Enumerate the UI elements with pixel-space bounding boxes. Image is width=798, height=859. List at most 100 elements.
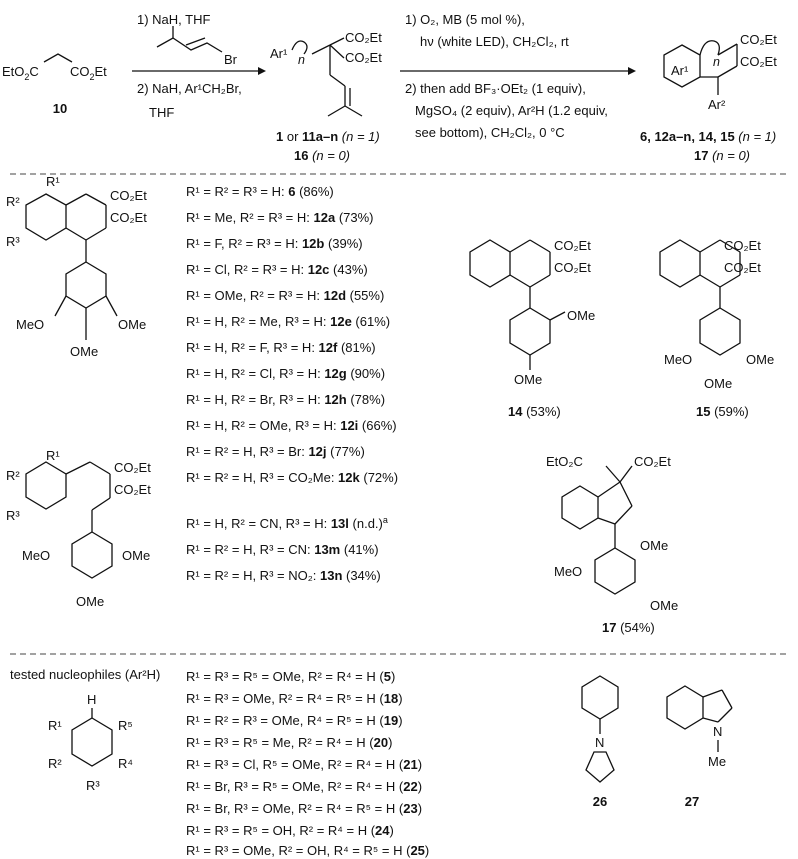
list-item: R¹ = Me, R² = R³ = H: 12a (73%) [186,210,374,225]
condition-text: 2) then add BF₃·OEt₂ (1 equiv), [405,81,586,96]
condition-text: 2) NaH, Ar¹CH₂Br, [137,81,242,96]
list-item: R¹ = R³ = OMe, R² = R⁴ = R⁵ = H (18) [186,691,403,706]
condition-text: 1) NaH, THF [137,12,210,27]
list-item: R¹ = Cl, R² = R³ = H: 12c (43%) [186,262,368,277]
substituent-label: R³ [6,234,20,249]
condition-text: 1) O₂, MB (5 mol %), [405,12,525,27]
reaction-arrow-1: 1) NaH, THF Br 2) NaH, Ar¹CH₂Br, THF [132,12,266,120]
aryl-label: Ar¹ [671,63,689,78]
list-item: R¹ = H, R² = Br, R³ = H: 12h (78%) [186,392,385,407]
ester-label: CO₂Et [114,482,151,497]
ome-label: MeO [22,548,50,563]
list-item: R¹ = R³ = R⁵ = OH, R² = R⁴ = H (24) [186,823,394,838]
ome-label: OMe [118,317,146,332]
list-item: R¹ = H, R² = Cl, R³ = H: 12g (90%) [186,366,385,381]
compound-label: 6, 12a–n, 14, 15 (n = 1) [640,129,776,144]
ome-label: OMe [76,594,104,609]
sm-right-ester: CO2Et [70,64,107,82]
list-item: R¹ = H, R² = OMe, R³ = H: 12i (66%) [186,418,397,433]
list-item: R¹ = H, R² = F, R³ = H: 12f (81%) [186,340,376,355]
ome-label: MeO [554,564,582,579]
list-item: R¹ = R² = R³ = OMe, R⁴ = R⁵ = H (19) [186,713,403,728]
ester-label: CO₂Et [724,260,761,275]
bromine-label: Br [224,52,238,67]
nitrogen-label: N [595,735,604,750]
list-item: R¹ = R³ = R⁵ = Me, R² = R⁴ = H (20) [186,735,392,750]
sm-left-ester: EtO2C [2,64,39,82]
ester-label: CO₂Et [740,54,777,69]
ester-label: EtO₂C [546,454,583,469]
ome-label: OMe [650,598,678,613]
list-item: R¹ = Br, R³ = OMe, R² = R⁴ = R⁵ = H (23) [186,801,422,816]
compound-label: 17 (n = 0) [694,148,750,163]
ome-label: OMe [640,538,668,553]
ome-label: OMe [514,372,542,387]
compound-label: 17 (54%) [602,620,655,635]
ome-label: OMe [746,352,774,367]
ome-label: MeO [16,317,44,332]
compound-label: 15 (59%) [696,404,749,419]
list-item: R¹ = H, R² = CN, R³ = H: 13l (n.d.)a [186,515,388,531]
list-item: R¹ = Br, R³ = R⁵ = OMe, R² = R⁴ = H (22) [186,779,422,794]
structure-13: R¹ R² R³ CO₂Et CO₂Et MeO OMe OMe [6,448,151,609]
intermediate-1: Ar¹ n CO₂Et CO₂Et 1 or 11a–n (n = 1) 16 … [270,30,382,163]
list-item: R¹ = R² = R³ = H: 6 (86%) [186,184,334,199]
series-13-list: R¹ = H, R² = CN, R³ = H: 13l (n.d.)a R¹ … [186,515,388,583]
substituent-label: R⁴ [118,756,133,771]
ester-label: CO₂Et [114,460,151,475]
ome-label: OMe [122,548,150,563]
hydrogen-label: H [87,692,96,707]
ester-label: CO₂Et [110,210,147,225]
aryl-label: Ar¹ [270,46,288,61]
structure-14: CO₂Et CO₂Et OMe OMe 14 (53%) [469,238,595,419]
substituent-label: R² [6,194,20,209]
ester-label: CO₂Et [110,188,147,203]
list-item: R¹ = R² = H, R³ = Br: 12j (77%) [186,444,365,459]
reaction-arrow-2: 1) O₂, MB (5 mol %), hν (white LED), CH₂… [400,12,636,140]
substituent-label: R¹ [46,448,60,463]
ester-label: CO₂Et [345,30,382,45]
list-item: R¹ = F, R² = R³ = H: 12b (39%) [186,236,363,251]
ome-label: OMe [567,308,595,323]
structure-26: N 26 [581,675,619,809]
compound-label: 27 [685,794,699,809]
list-item: R¹ = R³ = R⁵ = OMe, R² = R⁴ = H (5) [186,669,395,684]
nucleophile-arene: H R¹ R⁵ R² R⁴ R³ [48,692,133,793]
nitrogen-label: N [713,724,722,739]
nucleophile-list: R¹ = R³ = R⁵ = OMe, R² = R⁴ = H (5) R¹ =… [186,669,429,858]
compound-label: 26 [593,794,607,809]
structure-12: R¹ R² R³ CO₂Et CO₂Et MeO OMe OMe [6,174,147,359]
ester-label: CO₂Et [554,238,591,253]
series-12-list: R¹ = R² = R³ = H: 6 (86%) R¹ = Me, R² = … [186,184,398,485]
condition-text: hν (white LED), CH₂Cl₂, rt [420,34,569,49]
n-label: n [713,55,720,69]
compound-label: 16 (n = 0) [294,148,350,163]
substituent-label: R⁵ [118,718,133,733]
compound-label: 14 (53%) [508,404,561,419]
ester-label: CO₂Et [554,260,591,275]
ome-label: OMe [704,376,732,391]
list-item: R¹ = OMe, R² = R³ = H: 12d (55%) [186,288,384,303]
ester-label: CO₂Et [634,454,671,469]
ester-label: CO₂Et [345,50,382,65]
structure-17: EtO₂C CO₂Et OMe MeO OMe 17 (54%) [546,454,678,635]
starting-material-10: EtO2C CO2Et 10 [2,53,107,116]
section-header: tested nucleophiles (Ar²H) [10,667,160,682]
condition-text: THF [149,105,174,120]
ome-label: OMe [70,344,98,359]
ome-label: MeO [664,352,692,367]
compound-label: 10 [53,101,67,116]
condition-text: MgSO₄ (2 equiv), Ar²H (1.2 equiv, [415,103,608,118]
substituent-label: R³ [6,508,20,523]
list-item: R¹ = R² = H, R³ = CN: 13m (41%) [186,542,379,557]
product-general: Ar¹ n CO₂Et CO₂Et Ar² 6, 12a–n, 14, 15 (… [640,32,777,163]
substituent-label: R² [48,756,62,771]
ester-label: CO₂Et [724,238,761,253]
ester-label: CO₂Et [740,32,777,47]
methyl-label: Me [708,754,726,769]
list-item: R¹ = R² = H, R³ = NO₂: 13n (34%) [186,568,381,583]
substituent-label: R¹ [46,174,60,189]
list-item: R¹ = H, R² = Me, R³ = H: 12e (61%) [186,314,390,329]
list-item: R¹ = R³ = Cl, R⁵ = OMe, R² = R⁴ = H (21) [186,757,422,772]
